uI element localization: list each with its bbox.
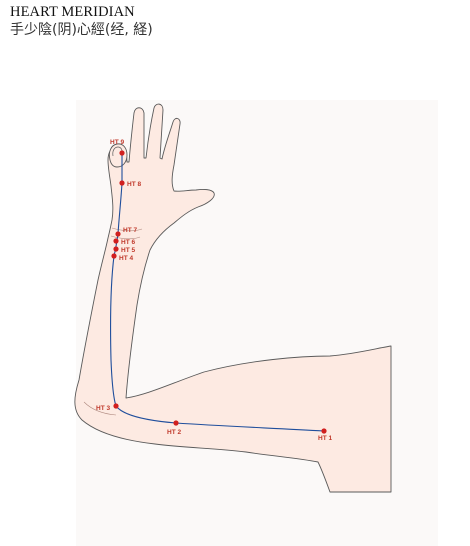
point-ht9: HT 9 <box>110 139 125 156</box>
wrist-crease <box>111 227 143 232</box>
point-label: HT 8 <box>127 181 141 188</box>
point-label: HT 5 <box>121 247 135 254</box>
point-label: HT 9 <box>110 139 124 146</box>
point-marker <box>113 246 119 252</box>
point-ht1: HT 1 <box>318 428 332 442</box>
point-marker <box>115 231 121 237</box>
point-marker <box>321 428 327 434</box>
arm-outline <box>74 103 392 493</box>
wrist-crease <box>110 235 141 240</box>
page-subtitle: 手少陰(阴)心經(经, 経) <box>10 22 153 38</box>
point-label: HT 7 <box>123 227 137 234</box>
point-label: HT 3 <box>96 405 110 412</box>
point-marker <box>111 253 117 259</box>
point-marker <box>113 403 119 409</box>
point-ht3: HT 3 <box>96 403 119 412</box>
point-label: HT 2 <box>167 429 181 436</box>
point-label: HT 4 <box>119 255 133 262</box>
point-ht8: HT 8 <box>119 180 141 188</box>
point-label: HT 1 <box>318 435 332 442</box>
elbow-crease <box>83 401 117 416</box>
point-marker <box>119 180 125 186</box>
point-marker <box>113 238 119 244</box>
point-ht6: HT 6 <box>113 238 135 246</box>
point-marker <box>173 420 179 426</box>
point-label: HT 6 <box>121 239 135 246</box>
point-marker <box>119 150 125 156</box>
point-ht4: HT 4 <box>111 253 133 262</box>
point-ht2: HT 2 <box>167 420 181 436</box>
header: HEART MERIDIAN 手少陰(阴)心經(经, 経) <box>10 4 153 39</box>
point-ht7: HT 7 <box>115 227 137 237</box>
page-title: HEART MERIDIAN <box>10 4 135 20</box>
point-ht5: HT 5 <box>113 246 135 254</box>
